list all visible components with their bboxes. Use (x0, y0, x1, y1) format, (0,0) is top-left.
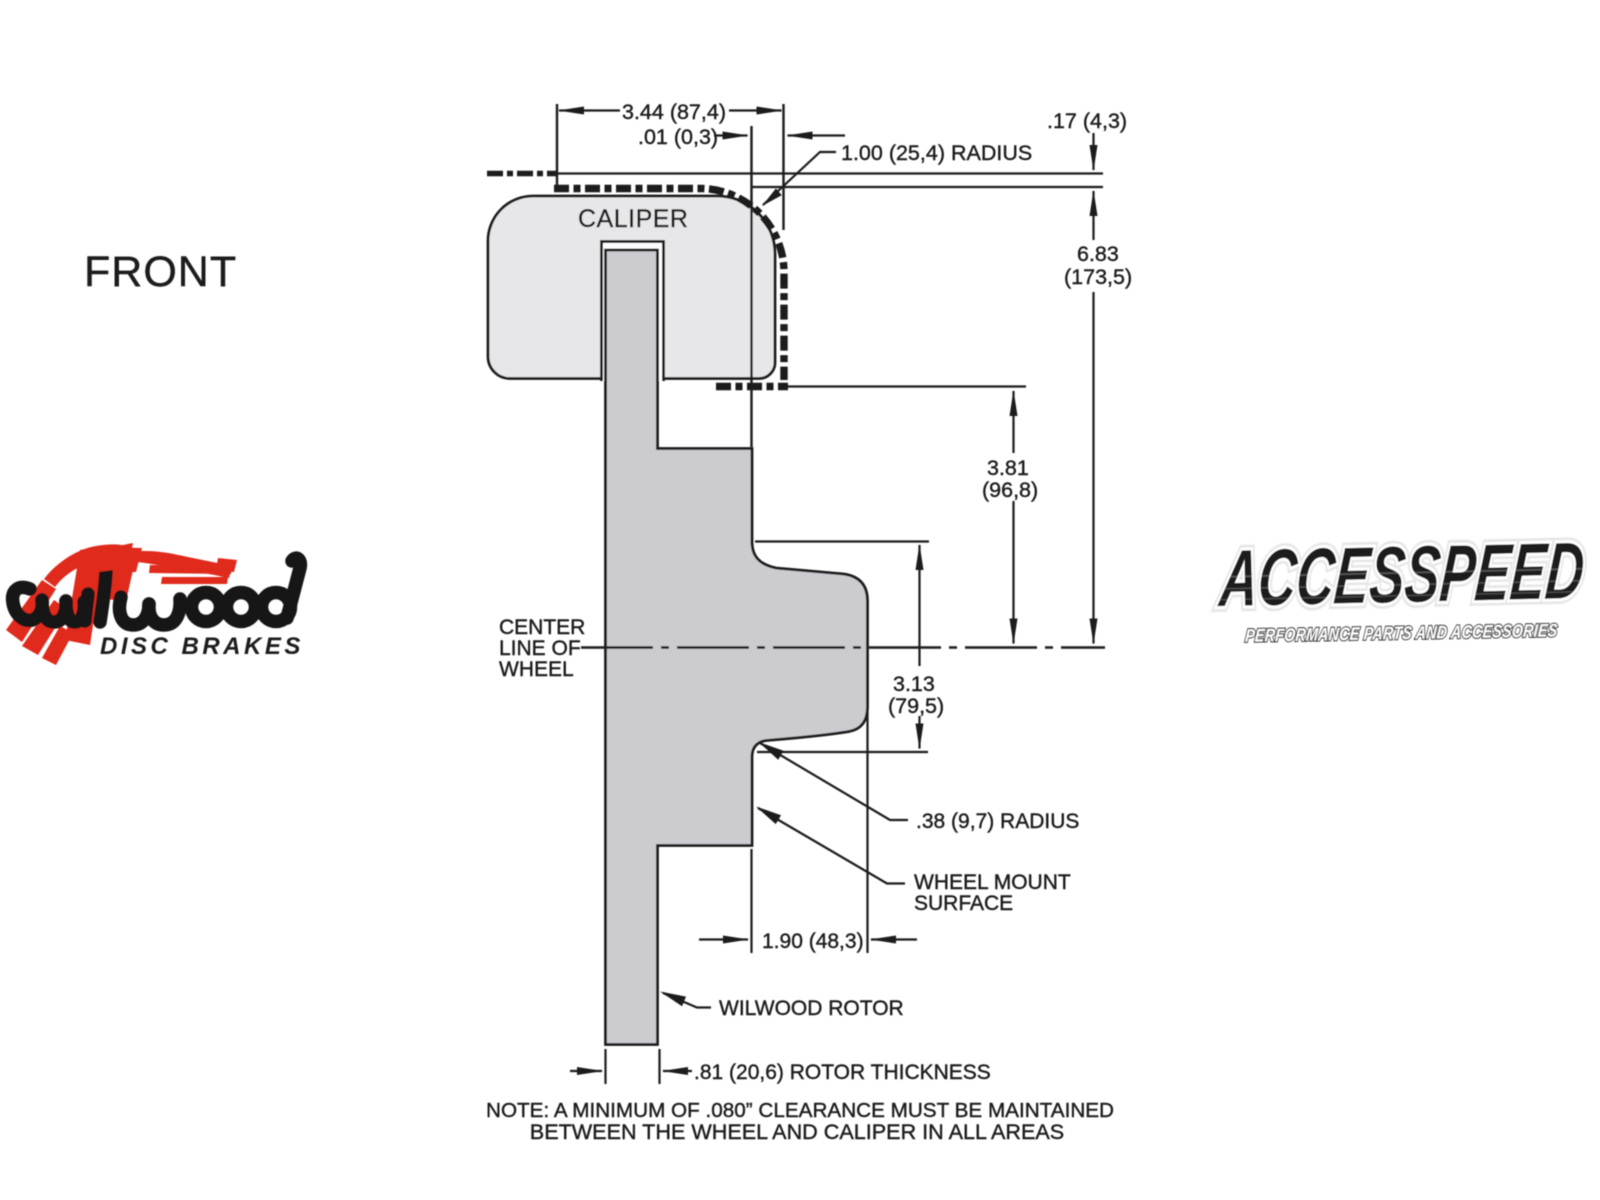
svg-text:DISC BRAKES: DISC BRAKES (100, 633, 304, 660)
svg-text:(173,5): (173,5) (1064, 265, 1132, 289)
svg-text:3.13: 3.13 (893, 672, 935, 696)
svg-text:1.00 (25,4) RADIUS: 1.00 (25,4) RADIUS (841, 141, 1032, 165)
svg-text:1.90 (48,3): 1.90 (48,3) (762, 930, 864, 953)
svg-text:(96,8): (96,8) (982, 478, 1038, 502)
svg-text:ACCESSPEED: ACCESSPEED (1215, 526, 1588, 624)
svg-text:CALIPER: CALIPER (578, 205, 688, 233)
svg-text:.38 (9,7) RADIUS: .38 (9,7) RADIUS (916, 810, 1079, 833)
svg-text:PERFORMANCE PARTS AND ACCESSOR: PERFORMANCE PARTS AND ACCESSORIES (1245, 621, 1559, 646)
svg-text:.17 (4,3): .17 (4,3) (1047, 109, 1127, 133)
svg-text:SURFACE: SURFACE (914, 892, 1013, 915)
svg-text:(79,5): (79,5) (888, 694, 944, 718)
svg-text:6.83: 6.83 (1077, 242, 1119, 266)
svg-text:CENTER: CENTER (499, 616, 585, 639)
svg-text:.01 (0,3): .01 (0,3) (638, 125, 718, 149)
svg-text:FRONT: FRONT (84, 248, 237, 296)
svg-text:3.81: 3.81 (987, 456, 1029, 480)
svg-text:WHEEL MOUNT: WHEEL MOUNT (914, 871, 1071, 894)
svg-text:LINE OF: LINE OF (499, 637, 581, 660)
svg-text:WILWOOD ROTOR: WILWOOD ROTOR (719, 997, 904, 1020)
svg-text:3.44 (87,4): 3.44 (87,4) (622, 100, 726, 124)
svg-text:WHEEL: WHEEL (499, 658, 574, 681)
svg-text:BETWEEN THE WHEEL AND CALIPER: BETWEEN THE WHEEL AND CALIPER IN ALL ARE… (530, 1119, 1064, 1144)
svg-text:.81 (20,6) ROTOR THICKNESS: .81 (20,6) ROTOR THICKNESS (694, 1061, 991, 1084)
svg-text:NOTE: A MINIMUM OF .080” CLEAR: NOTE: A MINIMUM OF .080” CLEARANCE MUST … (486, 1099, 1114, 1122)
